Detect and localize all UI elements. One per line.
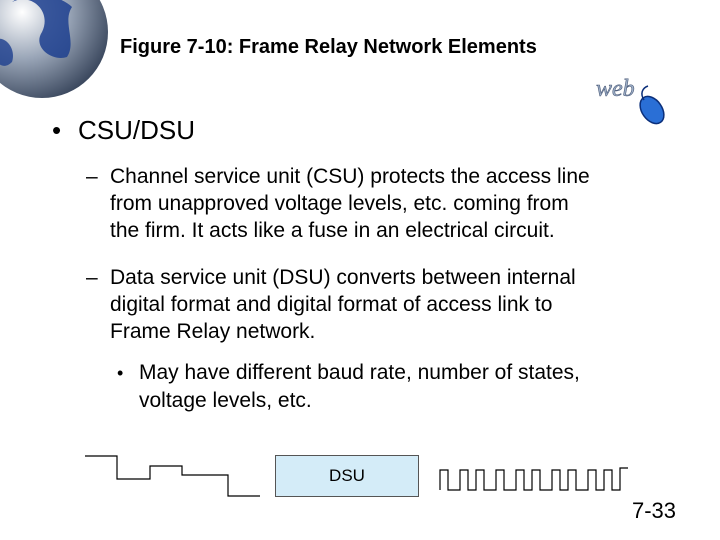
- sub-bullet: • May have different baud rate, number o…: [117, 359, 580, 415]
- page-number: 7-33: [632, 498, 677, 523]
- main-bullet-text: CSU/DSU: [78, 115, 196, 145]
- csu-line: from unapproved voltage levels, etc. com…: [110, 192, 569, 215]
- web-mouse-logo-icon: web: [596, 76, 665, 125]
- dash-marker: –: [86, 266, 98, 289]
- dsu-line: digital format and digital format of acc…: [110, 293, 553, 316]
- csu-paragraph: – Channel service unit (CSU) protects th…: [86, 163, 590, 244]
- sub-bullet-marker: •: [117, 363, 124, 383]
- dsu-paragraph: – Data service unit (DSU) converts betwe…: [86, 264, 576, 345]
- output-waveform: [439, 467, 628, 491]
- dsu-line: Data service unit (DSU) converts between…: [110, 266, 576, 289]
- main-bullet: • CSU/DSU: [52, 115, 195, 146]
- sub-bullet-line: May have different baud rate, number of …: [139, 361, 580, 384]
- logo-text: web: [596, 76, 635, 102]
- dsu-box: DSU: [275, 455, 419, 497]
- page-title: Figure 7-10: Frame Relay Network Element…: [120, 36, 537, 58]
- sub-bullet-line: voltage levels, etc.: [139, 389, 312, 412]
- dash-marker: –: [86, 165, 98, 188]
- dsu-line: Frame Relay network.: [110, 320, 316, 343]
- input-waveform: [85, 455, 260, 497]
- csu-line: Channel service unit (CSU) protects the …: [110, 165, 590, 188]
- dsu-label: DSU: [329, 466, 365, 485]
- bullet-marker: •: [52, 115, 62, 145]
- csu-line: the firm. It acts like a fuse in an elec…: [110, 219, 555, 242]
- globe-icon: [0, 0, 108, 98]
